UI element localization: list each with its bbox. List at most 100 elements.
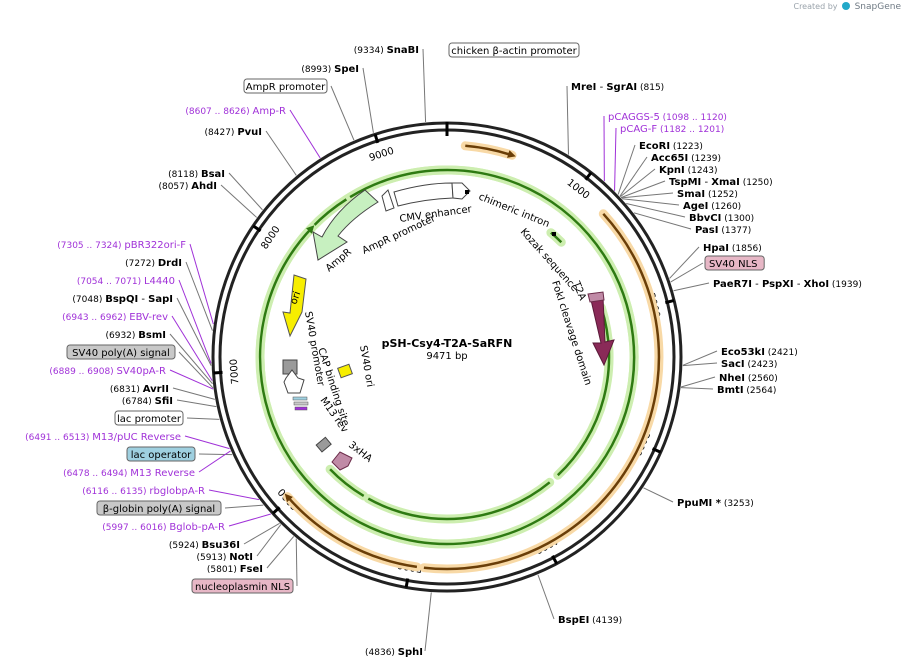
chicken-actin-box[interactable] bbox=[448, 42, 580, 58]
site-label-spei-1[interactable]: (8993) SpeI bbox=[301, 64, 359, 75]
tick-5000 bbox=[404, 578, 410, 588]
site-label-pvui-4[interactable]: (8427) PvuI bbox=[205, 127, 262, 138]
lac-operator-box bbox=[293, 401, 309, 406]
site-label-eco53ki[interactable]: Eco53kI (2421) bbox=[721, 347, 798, 358]
chicken-actin-label: chicken β-actin promoter bbox=[451, 46, 577, 57]
nls-orange-arc[interactable] bbox=[284, 493, 418, 569]
site-label-sfii-16[interactable]: (6784) SfiI bbox=[122, 396, 173, 407]
site-label-bsai-5-leader bbox=[228, 172, 263, 211]
site-label-sphi[interactable]: (4836) SphI bbox=[365, 647, 423, 658]
site-label-paer7i-leader bbox=[673, 282, 710, 292]
cmv-enhancer-box[interactable] bbox=[393, 182, 454, 207]
site-label-amp-r-3[interactable]: (8607 .. 8626) Amp-R bbox=[185, 106, 286, 117]
site-label-spei-1-leader bbox=[362, 67, 374, 133]
site-label-bmti[interactable]: BmtI (2564) bbox=[717, 385, 776, 396]
site-label-pcaggs-5[interactable]: pCAGGS-5 (1098 .. 1120) bbox=[608, 112, 727, 123]
chicken-actin-orange-arc[interactable] bbox=[465, 144, 516, 158]
site-label-avrii-15[interactable]: (6831) AvrII bbox=[110, 384, 169, 395]
site-label-bspei-leader bbox=[537, 574, 555, 620]
site-label-snabi-0[interactable]: (9334) SnaBI bbox=[354, 45, 419, 56]
site-label-ahdi-6-leader bbox=[220, 184, 258, 218]
site-label-sphi-leader bbox=[424, 592, 432, 652]
right-site-labels: MreI - SgrAI (815) pCAGGS-5 (1098 .. 1120… bbox=[365, 82, 862, 658]
feature-arcs bbox=[255, 141, 664, 574]
ampr-promoter-arrow[interactable] bbox=[381, 189, 395, 212]
kozak-green-arc[interactable] bbox=[550, 231, 563, 244]
site-label-sv40-poly-a-signal-13-box[interactable] bbox=[66, 344, 176, 360]
sarfn-green-arc[interactable] bbox=[556, 307, 611, 477]
tick-9000 bbox=[373, 133, 380, 144]
tick-label-1000: 1000 bbox=[564, 177, 591, 201]
site-label-bbvci[interactable]: BbvCI (1300) bbox=[689, 213, 754, 224]
site-label-nucleoplasmin-nls-27-box[interactable] bbox=[191, 578, 294, 594]
globin-green-arc[interactable] bbox=[329, 468, 365, 497]
site-label-hpai[interactable]: HpaI (1856) bbox=[703, 243, 762, 254]
site-label-acc65i[interactable]: Acc65I (1239) bbox=[651, 153, 721, 164]
backbone-ticks bbox=[213, 122, 675, 588]
site-label--globin-poly-a-signal-22-box[interactable] bbox=[96, 500, 222, 516]
site-label-bsmi-12[interactable]: (6932) BsmI bbox=[105, 330, 166, 341]
tick-7000 bbox=[213, 370, 223, 375]
site-label-tspmi[interactable]: TspMI - XmaI (1250) bbox=[669, 177, 773, 188]
chicken-actin-arrow[interactable] bbox=[451, 182, 471, 200]
tick-2000 bbox=[664, 299, 675, 305]
csy4-orange-arc[interactable] bbox=[423, 212, 661, 571]
ampr-arrow[interactable] bbox=[312, 189, 379, 261]
site-label-bsmi-12-leader bbox=[169, 333, 213, 385]
sv40-promoter-arrow[interactable] bbox=[283, 369, 305, 394]
site-label-sv40pa-r-14-leader bbox=[169, 369, 214, 390]
m13-rev-box bbox=[294, 406, 308, 411]
ampr-green-arc[interactable] bbox=[258, 168, 636, 546]
snapgene-credit: Created by SnapGene bbox=[793, 2, 901, 12]
site-label-l4440-9[interactable]: (7054 .. 7071) L4440 bbox=[77, 276, 175, 287]
kozak-mark bbox=[552, 232, 556, 236]
ori-label: ori bbox=[288, 290, 303, 306]
site-label-ecori[interactable]: EcoRI (1223) bbox=[639, 141, 703, 152]
site-label-ampr-promoter-2-leader bbox=[330, 85, 355, 141]
sarfn-green-arc-2[interactable] bbox=[367, 481, 551, 521]
site-label-amp-r-3-leader bbox=[289, 109, 321, 159]
site-label-bsai-5[interactable]: (8118) BsaI bbox=[168, 169, 225, 180]
site-label-rbglobpa-r-21[interactable]: (6116 .. 6135) rbglobpA-R bbox=[82, 486, 205, 497]
site-label-m13-reverse-20[interactable]: (6478 .. 6494) M13 Reverse bbox=[63, 468, 195, 479]
site-label-kpni[interactable]: KpnI (1243) bbox=[659, 165, 718, 176]
site-label-smai[interactable]: SmaI (1252) bbox=[677, 189, 738, 200]
site-label-fsei-26[interactable]: (5801) FseI bbox=[207, 564, 263, 575]
site-label-agei[interactable]: AgeI (1260) bbox=[683, 201, 741, 212]
site-label-bspei[interactable]: BspEI (4139) bbox=[558, 615, 622, 626]
site-label-sv40pa-r-14[interactable]: (6889 .. 6908) SV40pA-R bbox=[49, 366, 166, 377]
site-label-m13-puc-reverse-18-leader bbox=[184, 435, 230, 450]
site-label-sv40-nls-box[interactable] bbox=[704, 255, 765, 271]
site-label-mrei[interactable]: MreI - SgrAI (815) bbox=[571, 82, 664, 93]
site-label-pasi-leader bbox=[633, 212, 692, 230]
site-label-m13-puc-reverse-18[interactable]: (6491 .. 6513) M13/pUC Reverse bbox=[25, 432, 181, 443]
sv40-ori-box[interactable] bbox=[337, 363, 353, 379]
3xha-arrow[interactable] bbox=[331, 451, 353, 471]
site-label-drdi-8[interactable]: (7272) DrdI bbox=[125, 258, 182, 269]
site-label-pbr322ori-f-7[interactable]: (7305 .. 7324) pBR322ori-F bbox=[57, 240, 186, 251]
credit-brand: SnapGene bbox=[854, 2, 901, 12]
site-label-nhei-leader bbox=[680, 376, 716, 388]
site-label-nhei[interactable]: NheI (2560) bbox=[719, 373, 778, 384]
site-label-ppumi-[interactable]: PpuMI * (3253) bbox=[677, 498, 754, 509]
fok1-arrow[interactable] bbox=[590, 296, 615, 367]
site-label-pasi[interactable]: PasI (1377) bbox=[695, 225, 751, 236]
site-label-acc65i-leader bbox=[619, 156, 648, 197]
site-label-lac-promoter-17-box[interactable] bbox=[114, 410, 184, 426]
site-label-noti-25[interactable]: (5913) NotI bbox=[196, 552, 253, 563]
site-label-ecori-leader bbox=[617, 144, 636, 195]
site-label-bglob-pa-r-23[interactable]: (5997 .. 6016) Bglob-pA-R bbox=[102, 522, 225, 533]
site-label-saci[interactable]: SacI (2423) bbox=[721, 359, 777, 370]
site-label-paer7i[interactable]: PaeR7I - PspXI - XhoI (1939) bbox=[713, 279, 862, 290]
site-label-hpai-leader bbox=[669, 246, 700, 279]
site-label-ampr-promoter-2-box[interactable] bbox=[243, 78, 328, 94]
tick-label-7000: 7000 bbox=[229, 358, 242, 384]
site-label-pcag-f[interactable]: pCAG-F (1182 .. 1201) bbox=[620, 124, 724, 135]
site-label-ebv-rev-11[interactable]: (6943 .. 6962) EBV-rev bbox=[62, 312, 168, 323]
site-label-ahdi-6[interactable]: (8057) AhdI bbox=[158, 181, 217, 192]
site-label-bspqi-10[interactable]: (7048) BspQI - SapI bbox=[72, 294, 173, 305]
site-label-bsu36i-24[interactable]: (5924) Bsu36I bbox=[169, 540, 240, 551]
site-label-sv40-nls-leader bbox=[670, 262, 704, 283]
site-label-lac-operator-19-box[interactable] bbox=[126, 446, 196, 462]
ori-arrow[interactable] bbox=[282, 274, 307, 338]
